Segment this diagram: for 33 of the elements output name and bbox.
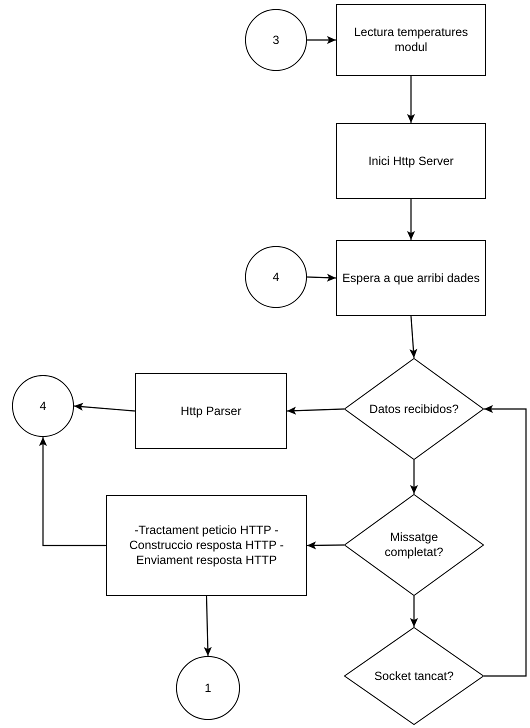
process-box xyxy=(336,123,486,199)
node-text: 4 xyxy=(272,270,280,284)
process-box xyxy=(106,495,307,596)
node-text: 1 xyxy=(204,680,212,696)
process-box xyxy=(336,240,486,316)
process-box xyxy=(135,373,287,449)
node-text: Espera a que arribi dades xyxy=(342,270,480,286)
arrow xyxy=(484,405,527,677)
decision-diamond xyxy=(344,494,484,596)
node-text: Datos recibidos? xyxy=(369,402,459,416)
arrow xyxy=(286,406,344,415)
decision-diamond xyxy=(344,627,484,725)
arrow xyxy=(407,76,415,123)
arrow xyxy=(306,274,336,282)
arrow xyxy=(39,437,106,546)
arrow xyxy=(410,596,418,627)
node-text: 3 xyxy=(272,32,280,48)
arrow xyxy=(409,316,418,358)
node-text: -Tractament peticio HTTP -Construccio resposta HTTP -Enviament resposta HTTP xyxy=(128,523,285,568)
node-text: 4 xyxy=(40,398,46,414)
arrow xyxy=(74,402,136,412)
arrow xyxy=(410,460,418,494)
arrow xyxy=(407,199,415,240)
node-text: Lectura temperatures modul xyxy=(352,25,470,55)
node-text: Missatge completat? xyxy=(384,530,444,560)
node-text: Http Parser xyxy=(180,404,242,418)
arrow xyxy=(204,596,212,656)
process-box xyxy=(336,4,486,76)
arrow xyxy=(307,36,336,44)
node-text: Socket tancat? xyxy=(374,668,454,684)
arrow xyxy=(307,541,344,550)
node-text: Inici Http Server xyxy=(368,154,454,168)
decision-diamond xyxy=(344,358,484,460)
